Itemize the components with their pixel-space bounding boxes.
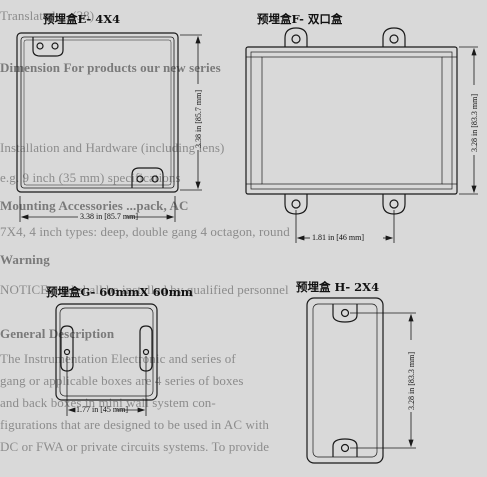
figure-g-title: 预埋盒G- 60mmX 60mm — [46, 285, 193, 299]
figure-f-mounting-ear-top-left — [284, 27, 308, 47]
background-text-line: Mounting Accessories ...pack, AC — [0, 198, 189, 213]
figure-e-height-dimension — [180, 34, 202, 191]
background-text-line: Translated ... (38) — [0, 8, 95, 23]
figure-e-mounting-ear-top — [32, 37, 64, 57]
background-text-line: Dimension For products our new series — [0, 60, 221, 75]
figure-f-width-label: 1.81 in [46 mm] — [312, 233, 364, 242]
figure-f-width-dimension — [295, 210, 395, 243]
background-text-line: and back boxes in mini wall system con- — [0, 395, 216, 410]
figure-f-height-dimension — [459, 46, 478, 195]
background-text-line: General Description — [0, 326, 115, 341]
background-text-line: figurations that are designed to be used… — [0, 417, 270, 432]
background-text-line: The Instrumentation Electronic and serie… — [0, 351, 236, 366]
figure-g-box-outline — [55, 303, 158, 401]
figure-g-width-label: 1.77 in [45 mm] — [76, 405, 128, 414]
figure-e-box-outline — [16, 32, 179, 193]
figure-f-mounting-ear-top-right — [382, 27, 406, 47]
figure-e-mounting-ear-bottom — [131, 167, 164, 188]
figure-g-screw-slot-left — [60, 325, 74, 372]
background-text-line: NOTICE: and shall be installed by qualif… — [0, 282, 289, 297]
figure-e-width-dimension — [19, 196, 176, 222]
figure-e-height-label: 3.38 in [85.7 mm] — [194, 90, 203, 148]
figure-f-height-label: 3.28 in [83.3 mm] — [470, 94, 479, 152]
figure-g-width-dimension — [66, 356, 147, 416]
background-text-line: e.g. 9 inch (35 mm) specifications — [0, 170, 181, 185]
figure-g-screw-slot-right — [139, 325, 153, 372]
figure-h-height-label: 3.28 in [83.3 mm] — [407, 352, 416, 410]
background-text-line: 7X4, 4 inch types: deep, double gang 4 o… — [0, 224, 290, 239]
figure-f-title: 预埋盒F- 双口盒 — [257, 12, 343, 26]
figure-h-mounting-ear-bottom — [332, 438, 358, 457]
background-text-line: Warning — [0, 252, 50, 267]
figure-h-height-dimension — [350, 312, 416, 449]
figure-e-title: 预埋盒E- 4X4 — [43, 12, 121, 26]
background-text-line: Installation and Hardware (including len… — [0, 140, 225, 155]
background-text-line: gang or applicable boxes are 4 series of… — [0, 373, 244, 388]
figure-h-title: 预埋盒 H- 2X4 — [296, 280, 380, 294]
figure-h-mounting-ear-top — [332, 304, 358, 323]
background-text-line: DC or FWA or private circuits systems. T… — [0, 439, 270, 454]
figure-h-box-outline — [306, 297, 384, 464]
figure-e-width-label: 3.38 in [85.7 mm] — [80, 212, 138, 221]
figure-f-box-outline — [245, 46, 458, 195]
